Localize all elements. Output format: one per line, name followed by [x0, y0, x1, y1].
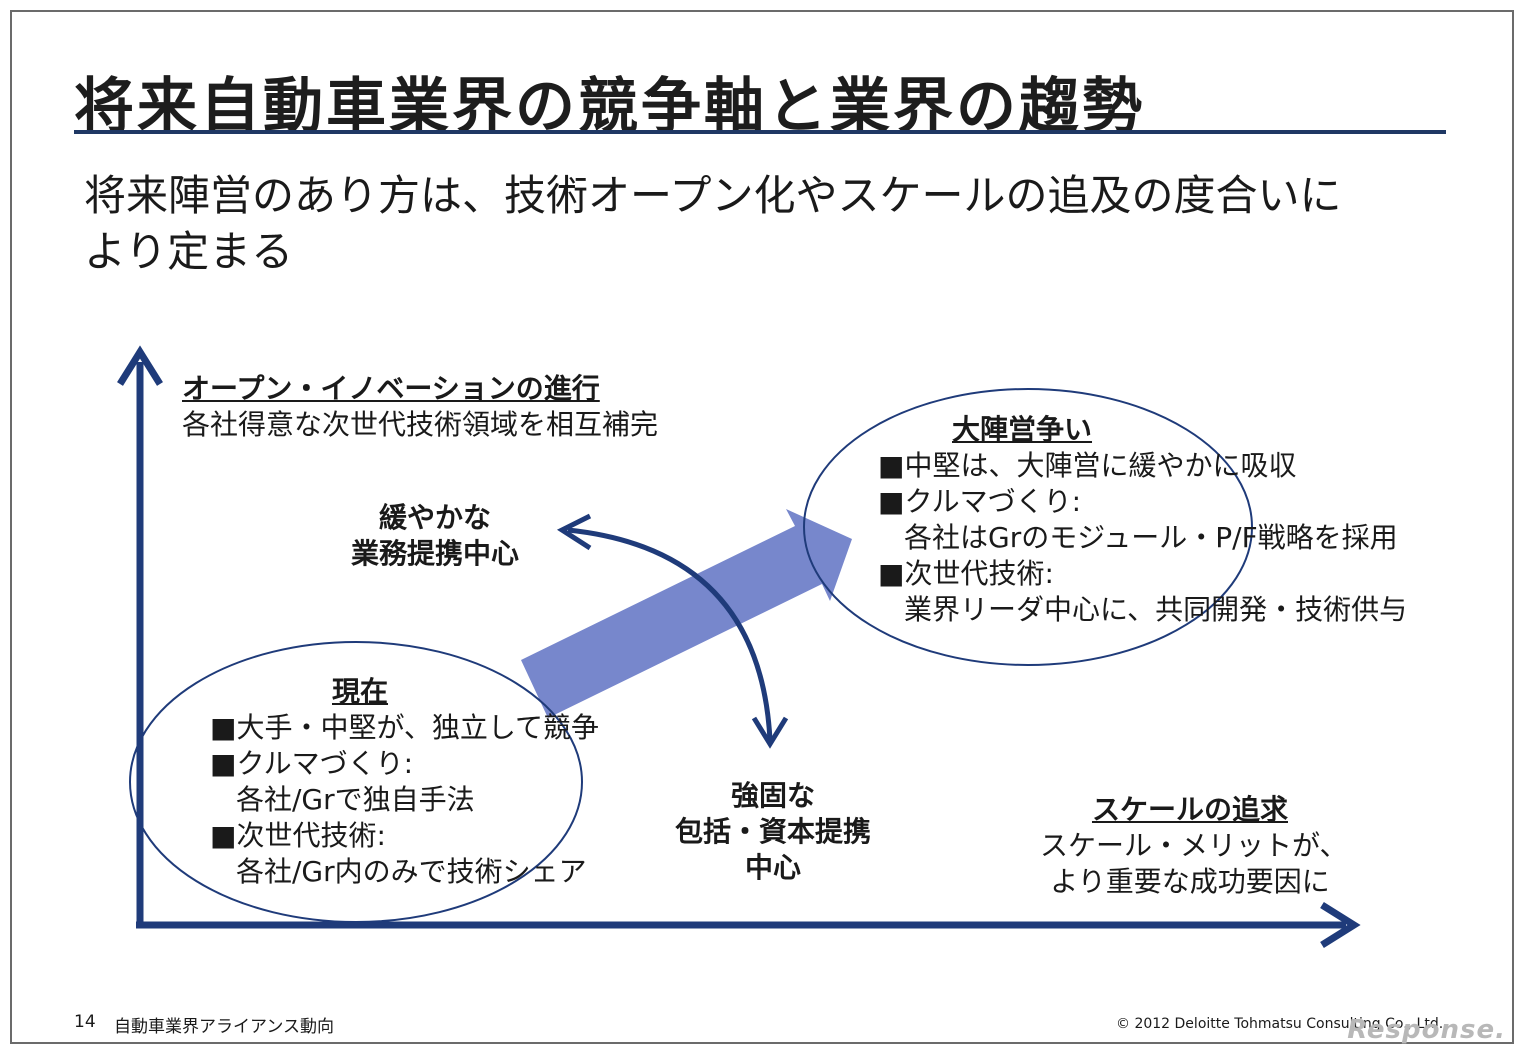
current-line: ■次世代技術: — [210, 819, 386, 852]
future-line: ■クルマづくり: — [878, 485, 1082, 518]
current-heading: 現在 — [332, 675, 389, 708]
slide-subtitle: 将来陣営のあり方は、技術オープン化やスケールの追及の度合いに より定まる — [84, 168, 1464, 280]
future-line: ■中堅は、大陣営に緩やかに吸収 — [878, 449, 1297, 482]
x-axis-title: スケールの追求 — [1091, 793, 1288, 826]
current-ellipse — [129, 641, 583, 923]
future-heading: 大陣営争い — [952, 413, 1093, 446]
subtitle-line: より定まる — [84, 227, 294, 276]
x-axis-arrowhead — [1320, 902, 1361, 948]
y-axis-description: 各社得意な次世代技術領域を相互補完 — [182, 408, 659, 441]
current-line: 各社/Gr内のみで技術シェア — [236, 855, 587, 888]
future-ellipse — [803, 388, 1253, 666]
future-line: ■次世代技術: — [878, 557, 1054, 590]
slide-frame — [10, 10, 1514, 1044]
future-line: 業界リーダ中心に、共同開発・技術供与 — [904, 593, 1408, 626]
strong-partnership-label: 強固な 包括・資本提携 中心 — [660, 778, 886, 886]
future-line: 各社はGrのモジュール・P/F戦略を採用 — [904, 521, 1398, 554]
curve-arrowhead-bottom — [751, 716, 789, 749]
title-underline — [74, 130, 1446, 134]
subtitle-line: 将来陣営のあり方は、技術オープン化やスケールの追及の度合いに — [84, 171, 1342, 220]
copyright: © 2012 Deloitte Tohmatsu Consulting Co.,… — [1116, 1016, 1444, 1032]
current-line: 各社/Grで独自手法 — [236, 783, 475, 816]
y-axis-title: オープン・イノベーションの進行 — [182, 372, 600, 405]
loose-line: 業務提携中心 — [350, 537, 519, 570]
watermark: Response. — [1347, 1015, 1506, 1045]
future-state-block: 大陣営争い ■中堅は、大陣営に緩やかに吸収 ■クルマづくり: 各社はGrのモジュ… — [878, 412, 1438, 628]
page-number: 14 — [74, 1012, 96, 1032]
loose-partnership-label: 緩やかな 業務提携中心 — [330, 500, 540, 572]
current-line: ■クルマづくり: — [210, 747, 414, 780]
current-line: ■大手・中堅が、独立して競争 — [210, 711, 600, 744]
y-axis-label: オープン・イノベーションの進行 各社得意な次世代技術領域を相互補完 — [182, 371, 658, 443]
x-axis-description: スケール・メリットが、 — [1040, 829, 1348, 862]
strong-line: 包括・資本提携 — [674, 815, 871, 848]
section-name: 自動車業界アライアンス動向 — [114, 1017, 334, 1037]
current-state-block: 現在 ■大手・中堅が、独立して競争 ■クルマづくり: 各社/Grで独自手法 ■次… — [210, 674, 610, 890]
curve-arrowhead-top — [556, 513, 592, 551]
strong-line: 中心 — [744, 851, 801, 884]
x-axis-label: スケールの追求 スケール・メリットが、 より重要な成功要因に — [1040, 792, 1348, 900]
loose-line: 緩やかな — [378, 501, 491, 534]
strong-line: 強固な — [730, 779, 815, 812]
partnership-curve-arrow — [567, 527, 773, 741]
x-axis-description: より重要な成功要因に — [1050, 865, 1330, 898]
trend-arrow — [521, 509, 852, 718]
y-axis-arrowhead — [117, 345, 163, 386]
